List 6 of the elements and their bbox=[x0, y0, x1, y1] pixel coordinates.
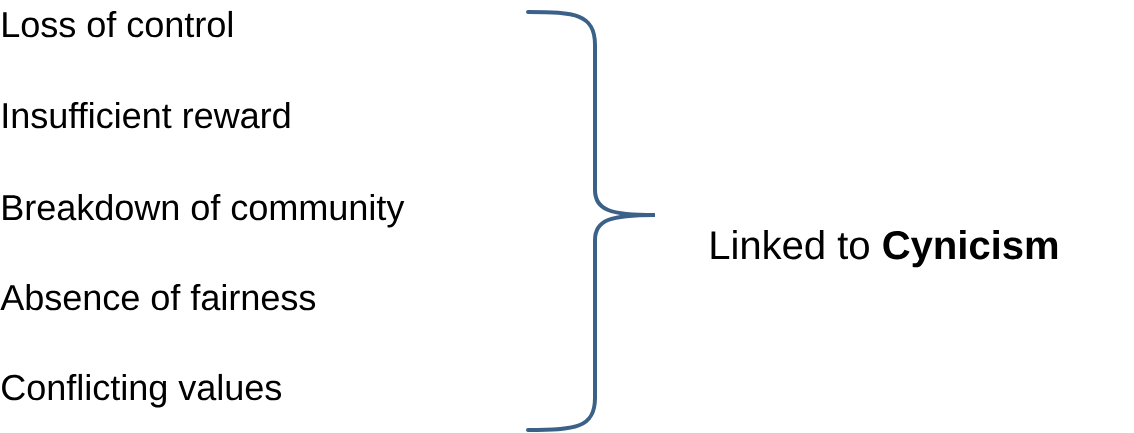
list-item: Insufficient reward bbox=[3, 101, 290, 129]
list-item: Loss of control bbox=[3, 10, 232, 38]
list-item: Conflicting values bbox=[2, 373, 282, 408]
caption-text: Linked to Cynicism bbox=[711, 230, 1058, 268]
list-item: Breakdown of community bbox=[3, 193, 405, 228]
list-item: Absence of fairness bbox=[0, 283, 316, 311]
